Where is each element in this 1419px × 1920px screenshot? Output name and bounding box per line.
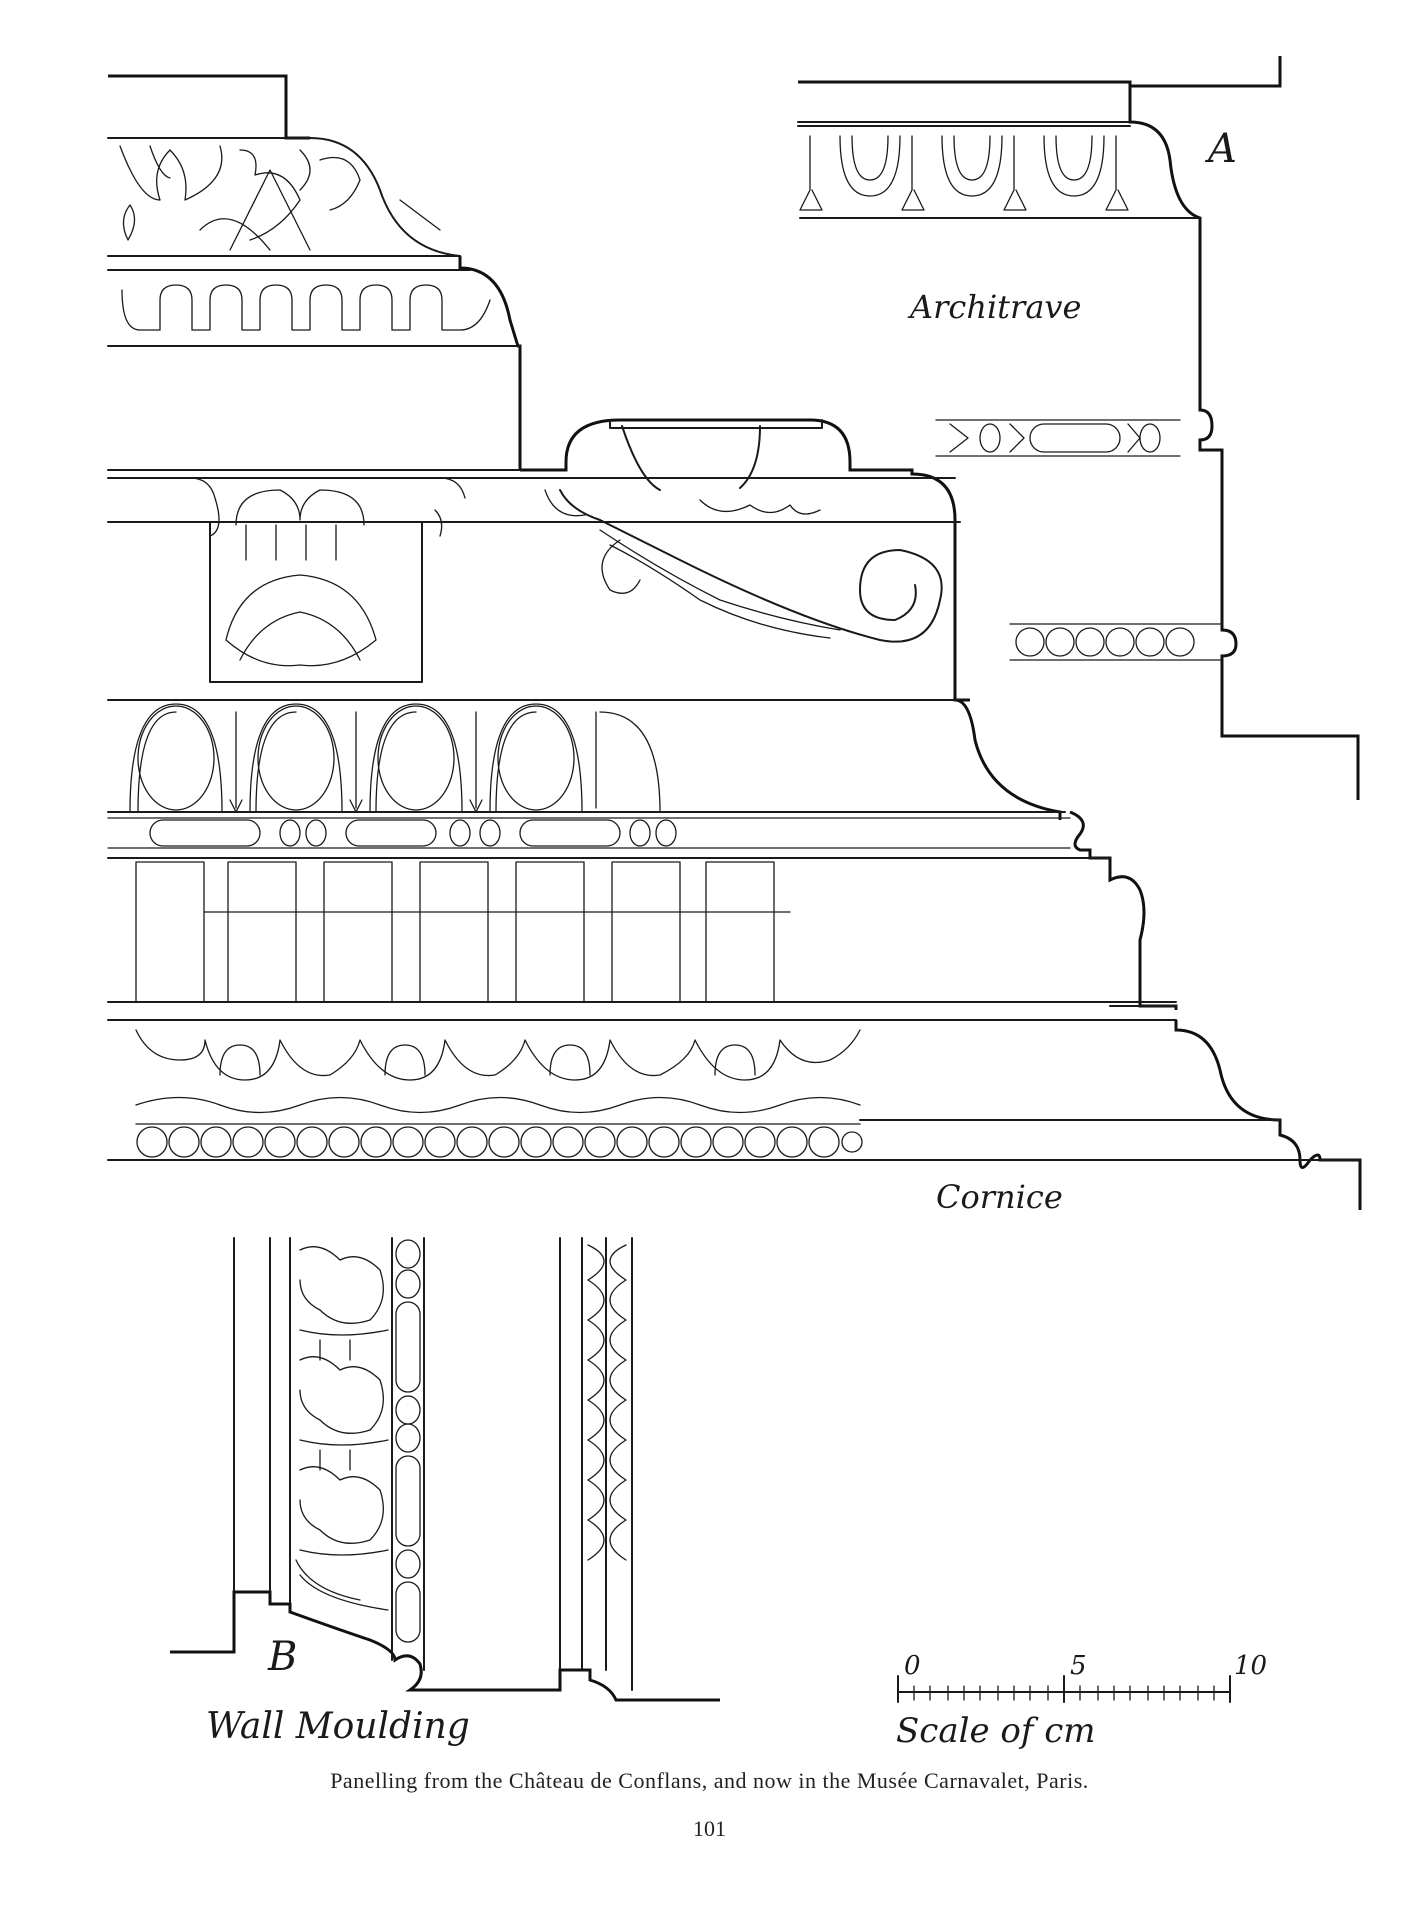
cornice-label: Cornice (936, 1178, 1063, 1216)
cornice-waterleaf-band (121, 284, 491, 331)
cornice-egg-dart-band (129, 703, 661, 813)
wall-moulding-leaf-column (295, 1246, 389, 1611)
page-number: 101 (693, 1816, 726, 1841)
cornice-anthemion-band (119, 145, 441, 251)
scale-title: Scale of cm (896, 1711, 1096, 1751)
wall-moulding-profile (170, 1237, 720, 1702)
cornice-wave-band (135, 1029, 861, 1114)
scale-tick-5: 5 (1070, 1651, 1087, 1681)
marker-b-label: B (267, 1634, 297, 1680)
architrave-leaf-band (799, 135, 1129, 211)
architrave-bead-reel (935, 419, 1181, 457)
cornice-dentils (135, 861, 791, 1003)
scale-bar: 0 5 10 Scale of cm (896, 1651, 1267, 1751)
wall-moulding-bead-column (395, 1239, 421, 1643)
cornice-pearls (135, 1123, 863, 1158)
cornice-scroll-modillion (544, 489, 943, 643)
plate-caption: Panelling from the Château de Conflans, … (330, 1768, 1089, 1793)
marker-a-label: A (1204, 126, 1237, 172)
cornice-acanthus-block (225, 489, 377, 667)
architrave-pearls (1009, 623, 1223, 661)
architrave-label: Architrave (907, 288, 1081, 326)
architrave-profile (797, 56, 1360, 800)
scale-tick-10: 10 (1234, 1651, 1267, 1681)
cornice-bead-reel (107, 817, 1071, 849)
cornice-profile (107, 74, 1362, 1210)
wall-moulding-interlace-column (587, 1244, 627, 1561)
wall-moulding-label: Wall Moulding (206, 1706, 470, 1747)
scale-tick-0: 0 (904, 1651, 921, 1681)
